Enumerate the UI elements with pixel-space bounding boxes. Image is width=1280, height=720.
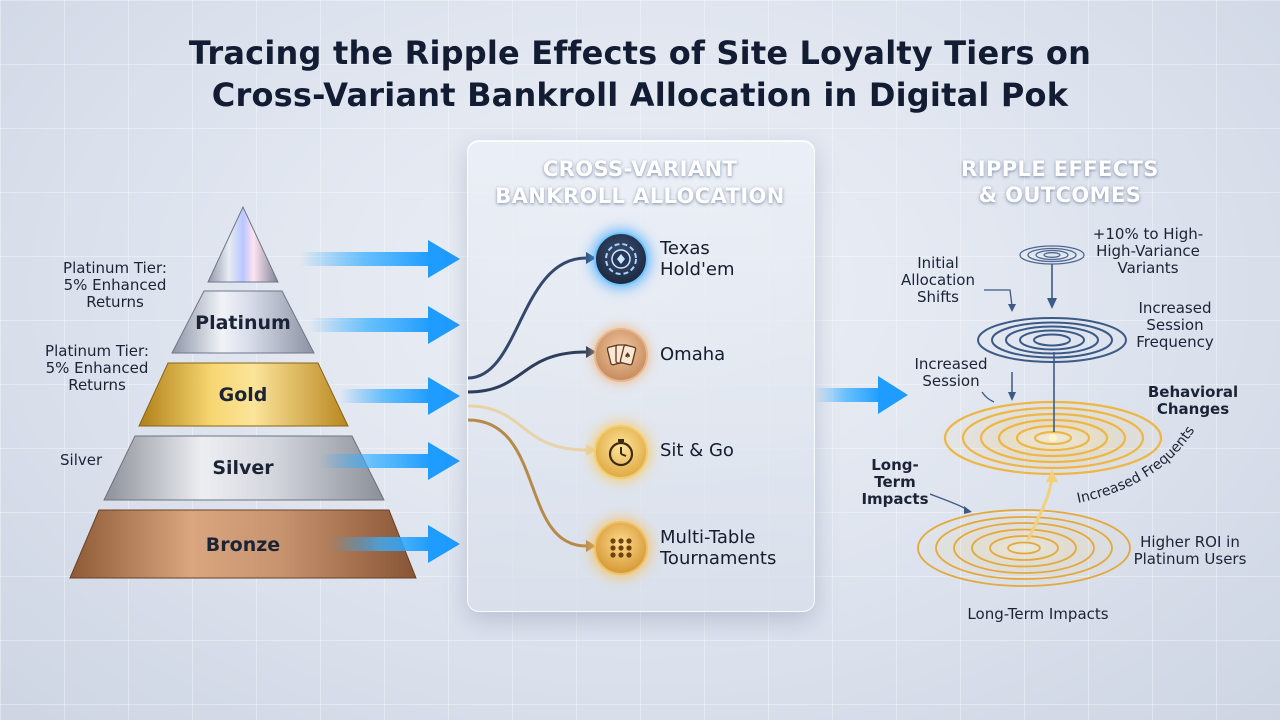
tier-label-silver: Silver: [212, 457, 274, 479]
label-lt-line-2: Impacts: [861, 490, 929, 508]
connector-texas: [467, 256, 587, 380]
label-long-term-impacts: Long-Term Impacts: [852, 457, 938, 508]
svg-text:♠: ♠: [624, 351, 631, 360]
pyramid-tier-bronze: [69, 509, 417, 579]
side-note-mid-line-1: Platinum Tier:: [45, 342, 149, 360]
variant-mtt-line-1: Multi-Table: [660, 527, 756, 548]
tournament-grid-icon: [594, 521, 648, 575]
ripple-connector-rising: [1026, 477, 1054, 541]
variant-sitgo-label: Sit & Go: [660, 440, 734, 461]
label-behav-line-2: Changes: [1156, 400, 1230, 418]
flow-arrow-4: [320, 442, 460, 480]
label-session-frequency: Increased Session Frequency: [1120, 300, 1230, 351]
label-session-line-1: Increased: [914, 355, 988, 373]
connector-sitgo: [467, 404, 587, 452]
side-note-middle: Platinum Tier: 5% Enhanced Returns: [22, 343, 172, 394]
playing-cards-icon: ♠: [594, 328, 648, 382]
flow-arrow-1: [300, 240, 460, 278]
allocation-panel-title: CROSS-VARIANT BANKROLL ALLOCATION: [467, 156, 813, 210]
label-increased-session: Increased Session: [902, 356, 1000, 390]
label-high-line-3: Variants: [1117, 259, 1179, 277]
side-note-silver: Silver: [60, 451, 103, 469]
label-high-line-2: High-Variance: [1096, 242, 1200, 260]
label-initial-line-3: Shifts: [917, 288, 959, 306]
ripple-blue: [977, 317, 1127, 363]
pyramid-peak: [207, 205, 279, 283]
variant-multi-table: Multi-Table Tournaments: [660, 527, 776, 569]
label-session-line-2: Session: [922, 372, 980, 390]
ripple-gold: [933, 398, 1173, 478]
variant-texas-line-1: Texas: [660, 238, 710, 259]
variant-sit-and-go: Sit & Go: [660, 440, 734, 461]
variant-mtt-line-2: Tournaments: [660, 548, 777, 569]
side-note-mid-line-3: Returns: [68, 376, 126, 394]
pointer-initial: [984, 289, 1013, 307]
pointer-session: [981, 391, 995, 403]
side-note-top-line-2: 5% Enhanced: [63, 276, 167, 294]
label-initial-line-1: Initial: [917, 254, 959, 272]
label-roi-line-2: Platinum Users: [1133, 550, 1247, 568]
loyalty-pyramid: [69, 205, 417, 579]
label-long-term-impacts-bottom: Long-Term Impacts: [967, 605, 1109, 623]
flow-arrow-5: [330, 525, 460, 563]
label-higher-roi: Higher ROI in Platinum Users: [1126, 534, 1254, 568]
tier-label-gold: Gold: [218, 384, 268, 406]
side-note-top-line-3: Returns: [86, 293, 144, 311]
label-roi-line-1: Higher ROI in: [1140, 533, 1240, 551]
side-note-top: Platinum Tier: 5% Enhanced Returns: [40, 260, 190, 311]
label-freq-line-3: Frequency: [1136, 333, 1214, 351]
label-freq-line-2: Session: [1146, 316, 1204, 334]
label-lt-line-1: Long-Term: [871, 456, 919, 491]
pyramid-tier-gold: [138, 362, 349, 427]
tier-label-bronze: Bronze: [205, 534, 281, 556]
ripple-title-line-1: RIPPLE EFFECTS: [961, 157, 1159, 181]
stopwatch-icon: [594, 425, 648, 479]
variant-omaha: Omaha: [660, 344, 725, 365]
side-note-top-line-1: Platinum Tier:: [63, 259, 167, 277]
title-line-1: Tracing the Ripple Effects of Site Loyal…: [188, 34, 1092, 72]
tier-flow-arrows: [300, 240, 460, 563]
label-high-variance: +10% to High- High-Variance Variants: [1082, 226, 1214, 277]
label-behavioral-changes: Behavioral Changes: [1138, 384, 1248, 418]
label-high-line-1: +10% to High-: [1092, 225, 1204, 243]
poker-chip-icon: [594, 232, 648, 286]
ripple-title-line-2: & OUTCOMES: [978, 183, 1142, 207]
label-behav-line-1: Behavioral: [1147, 383, 1239, 401]
connector-mtt: [467, 418, 587, 548]
panel-title-line-1: CROSS-VARIANT: [542, 157, 738, 181]
flow-arrow-3: [340, 377, 460, 415]
variant-texas-holdem: Texas Hold'em: [660, 238, 735, 280]
flow-arrow-2: [310, 306, 460, 344]
side-note-mid-line-2: 5% Enhanced: [45, 359, 149, 377]
variant-omaha-label: Omaha: [660, 344, 726, 365]
pyramid-tier-platinum: [171, 290, 315, 354]
ripple-small: [1019, 245, 1085, 265]
page-title: Tracing the Ripple Effects of Site Loyal…: [0, 32, 1280, 116]
ripple-bottom: [912, 508, 1136, 588]
ripple-title: RIPPLE EFFECTS & OUTCOMES: [930, 156, 1190, 208]
title-line-2: Cross-Variant Bankroll Allocation in Dig…: [211, 76, 1069, 114]
label-initial-allocation: Initial Allocation Shifts: [888, 255, 988, 306]
connector-omaha: [467, 350, 587, 394]
label-initial-line-2: Allocation: [901, 271, 975, 289]
tier-label-platinum: Platinum: [195, 312, 291, 334]
variant-texas-line-2: Hold'em: [660, 259, 735, 280]
panel-title-line-2: BANKROLL ALLOCATION: [495, 184, 785, 208]
pyramid-tier-silver: [103, 435, 385, 501]
outcome-flow-arrow: [815, 376, 908, 414]
label-freq-line-1: Increased: [1138, 299, 1212, 317]
